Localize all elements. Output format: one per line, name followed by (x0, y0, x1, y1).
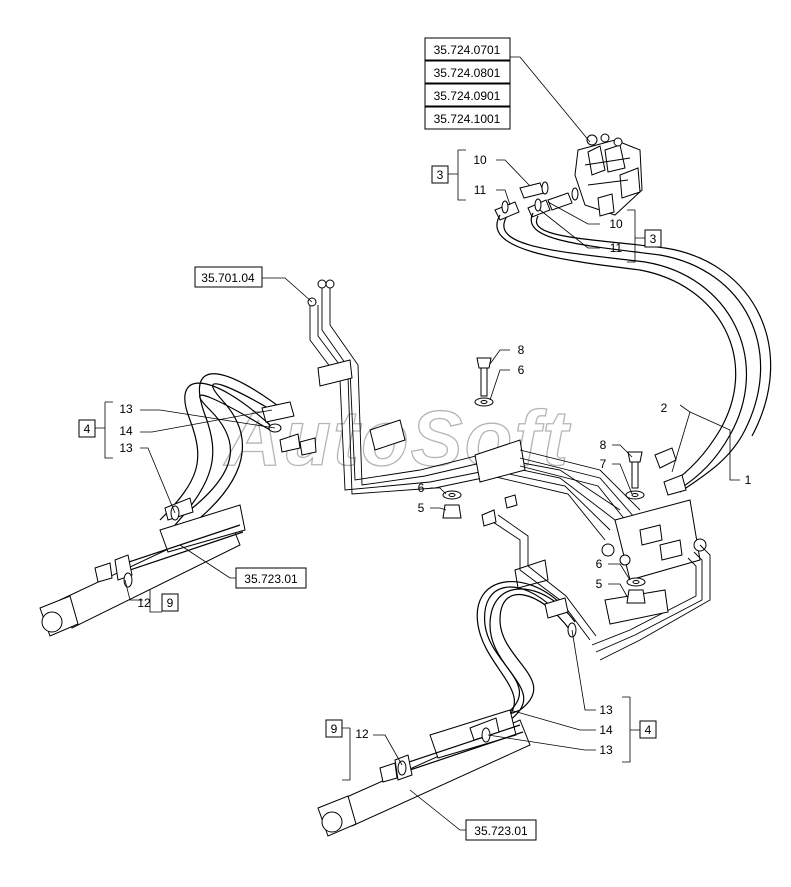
hose-pair-left (159, 373, 317, 526)
valve-ref-2[interactable]: 35.724.0901 (434, 89, 501, 103)
callout-6-center-top: 6 (518, 363, 525, 377)
group-9-bottom[interactable]: 9 (325, 719, 343, 738)
tube-ref-box[interactable]: 35.701.04 (194, 266, 263, 288)
cylinder-bottom (317, 709, 531, 837)
cylinder-ref-left-label[interactable]: 35.723.01 (244, 572, 298, 586)
group-4-left-label[interactable]: 4 (84, 422, 91, 436)
callout-11-right: 11 (610, 241, 623, 255)
group-4-bottom[interactable]: 4 (639, 720, 657, 739)
callout-13-left-b: 13 (119, 441, 133, 455)
callout-8-right: 8 (600, 438, 607, 452)
callout-14-bottom: 14 (599, 723, 613, 737)
callout-2: 2 (661, 401, 668, 415)
group-9-left[interactable]: 9 (161, 593, 179, 612)
callout-6-right: 6 (596, 557, 603, 571)
control-valve (574, 133, 643, 217)
valve-ref-stack[interactable]: 35.724.0701 35.724.0801 35.724.0901 35.7… (424, 37, 511, 130)
tube-bundle (307, 279, 711, 661)
callout-12-left: 12 (137, 596, 151, 610)
tube-ref-label[interactable]: 35.701.04 (201, 271, 255, 285)
hose-pair-right (496, 212, 772, 496)
callout-5-center: 5 (418, 501, 425, 515)
group-4-left[interactable]: 4 (78, 419, 96, 438)
group-3-right[interactable]: 3 (644, 229, 662, 248)
hose-pair-lower (459, 581, 577, 741)
group-9-left-label[interactable]: 9 (167, 596, 174, 610)
callout-1: 1 (745, 473, 752, 487)
callout-6-center: 6 (418, 481, 425, 495)
callout-7: 7 (600, 457, 607, 471)
valve-ref-1[interactable]: 35.724.0801 (434, 66, 501, 80)
valve-ref-0[interactable]: 35.724.0701 (434, 43, 501, 57)
cylinder-left (39, 497, 246, 637)
group-3-top-label[interactable]: 3 (437, 168, 444, 182)
bolt-right (625, 451, 646, 604)
callout-8-center: 8 (518, 343, 525, 357)
callout-10-right: 10 (609, 217, 623, 231)
callouts: 10 11 10 11 13 14 13 8 6 2 1 8 7 6 5 6 5… (119, 153, 751, 757)
callout-12-bottom: 12 (355, 727, 369, 741)
valve-fittings (494, 181, 579, 221)
group-3-right-label[interactable]: 3 (650, 232, 657, 246)
cylinder-ref-bottom-box[interactable]: 35.723.01 (465, 819, 537, 841)
group-9-bottom-label[interactable]: 9 (331, 722, 338, 736)
cylinder-ref-bottom-label[interactable]: 35.723.01 (474, 824, 528, 838)
valve-ref-3[interactable]: 35.724.1001 (434, 112, 501, 126)
group-4-bottom-label[interactable]: 4 (645, 723, 652, 737)
callout-5-right: 5 (596, 577, 603, 591)
callout-10-top: 10 (473, 153, 487, 167)
callout-13-left-a: 13 (119, 402, 133, 416)
cylinder-ref-left-box[interactable]: 35.723.01 (235, 567, 307, 589)
callout-13-bottom-b: 13 (599, 743, 613, 757)
callout-11-top: 11 (474, 183, 487, 197)
leader-lines (95, 56, 740, 831)
callout-14-left: 14 (119, 424, 133, 438)
group-3-top[interactable]: 3 (431, 165, 449, 184)
bolt-center (442, 357, 494, 519)
callout-13-bottom-a: 13 (599, 703, 613, 717)
